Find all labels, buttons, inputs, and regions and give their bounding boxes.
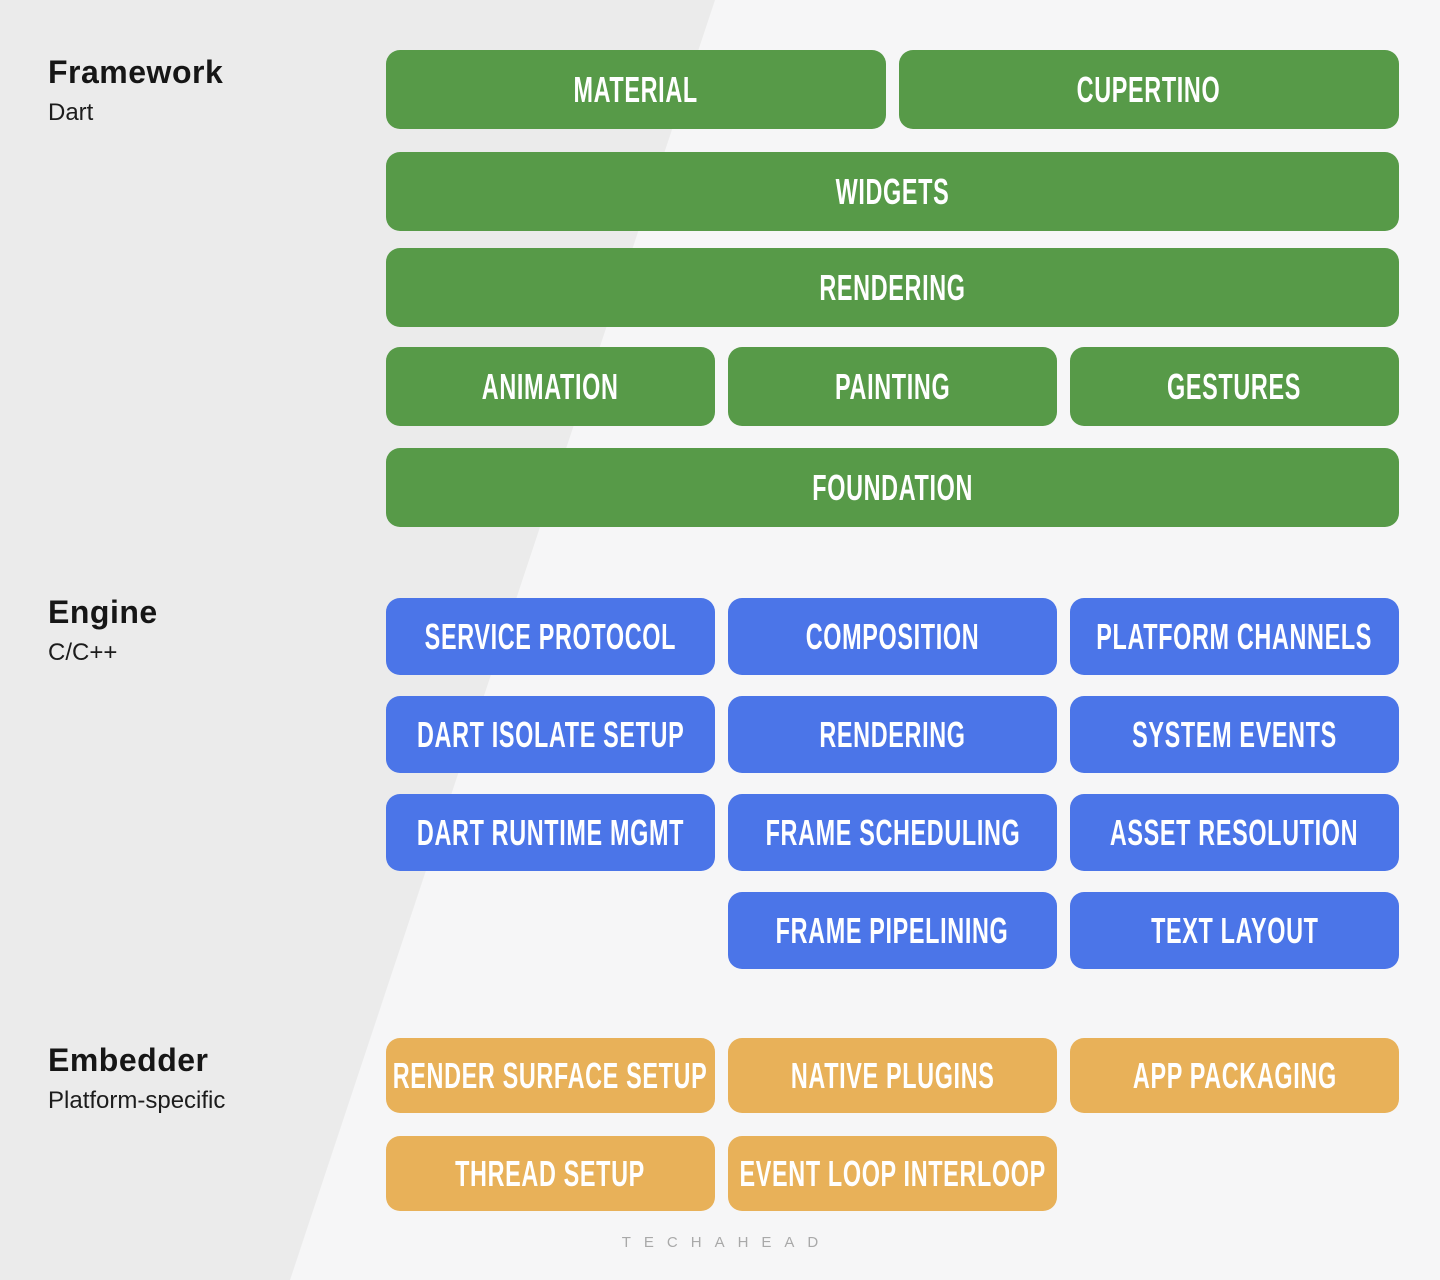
engine-row-4: FRAME PIPELINING TEXT LAYOUT xyxy=(386,892,1399,969)
block-label: GESTURES xyxy=(1167,365,1302,407)
engine-block-system-events: SYSTEM EVENTS xyxy=(1070,696,1399,773)
framework-row-2: WIDGETS xyxy=(386,152,1399,231)
framework-block-cupertino: CUPERTINO xyxy=(899,50,1399,129)
block-label: MATERIAL xyxy=(573,68,699,110)
empty-cell xyxy=(1070,1136,1399,1211)
engine-subtitle: C/C++ xyxy=(48,639,118,666)
embedder-block-event-loop-interloop: EVENT LOOP INTERLOOP xyxy=(728,1136,1057,1211)
framework-row-4: ANIMATION PAINTING GESTURES xyxy=(386,347,1399,426)
engine-block-rendering: RENDERING xyxy=(728,696,1057,773)
block-label: FRAME PIPELINING xyxy=(776,909,1009,951)
embedder-block-app-packaging: APP PACKAGING xyxy=(1070,1038,1399,1113)
framework-block-material: MATERIAL xyxy=(386,50,886,129)
block-label: APP PACKAGING xyxy=(1132,1054,1337,1096)
block-label: PAINTING xyxy=(834,365,951,407)
engine-block-platform-channels: PLATFORM CHANNELS xyxy=(1070,598,1399,675)
engine-row-2: DART ISOLATE SETUP RENDERING SYSTEM EVEN… xyxy=(386,696,1399,773)
embedder-section-label: Embedder Platform-specific xyxy=(48,1042,225,1115)
embedder-row-1: RENDER SURFACE SETUP NATIVE PLUGINS APP … xyxy=(386,1038,1399,1113)
engine-block-dart-isolate-setup: DART ISOLATE SETUP xyxy=(386,696,715,773)
block-label: THREAD SETUP xyxy=(455,1152,646,1194)
block-label: CUPERTINO xyxy=(1077,68,1221,110)
block-label: RENDERING xyxy=(819,266,966,308)
engine-block-service-protocol: SERVICE PROTOCOL xyxy=(386,598,715,675)
block-label: DART RUNTIME MGMT xyxy=(416,811,685,853)
engine-block-dart-runtime-mgmt: DART RUNTIME MGMT xyxy=(386,794,715,871)
embedder-title: Embedder xyxy=(48,1042,209,1078)
techahead-watermark: TECHAHEAD xyxy=(621,1234,832,1251)
framework-block-foundation: FOUNDATION xyxy=(386,448,1399,527)
block-label: TEXT LAYOUT xyxy=(1150,909,1319,951)
engine-block-text-layout: TEXT LAYOUT xyxy=(1070,892,1399,969)
block-label: RENDERING xyxy=(819,713,966,755)
engine-section-label: Engine C/C++ xyxy=(48,594,158,667)
engine-title: Engine xyxy=(48,594,158,630)
framework-subtitle: Dart xyxy=(48,99,94,126)
block-label: ASSET RESOLUTION xyxy=(1110,811,1359,853)
engine-block-composition: COMPOSITION xyxy=(728,598,1057,675)
block-label: SYSTEM EVENTS xyxy=(1132,713,1337,755)
block-label: EVENT LOOP INTERLOOP xyxy=(739,1152,1046,1194)
empty-cell xyxy=(386,892,715,969)
framework-block-painting: PAINTING xyxy=(728,347,1057,426)
framework-block-animation: ANIMATION xyxy=(386,347,715,426)
block-label: PLATFORM CHANNELS xyxy=(1096,615,1373,657)
embedder-row-2: THREAD SETUP EVENT LOOP INTERLOOP xyxy=(386,1136,1399,1211)
framework-block-widgets: WIDGETS xyxy=(386,152,1399,231)
block-label: COMPOSITION xyxy=(805,615,980,657)
block-label: FRAME SCHEDULING xyxy=(765,811,1020,853)
framework-section-label: Framework Dart xyxy=(48,54,223,127)
block-label: FOUNDATION xyxy=(812,466,973,508)
block-label: ANIMATION xyxy=(482,365,619,407)
embedder-block-render-surface-setup: RENDER SURFACE SETUP xyxy=(386,1038,715,1113)
embedder-block-thread-setup: THREAD SETUP xyxy=(386,1136,715,1211)
framework-row-1: MATERIAL CUPERTINO xyxy=(386,50,1399,129)
blocks-grid: MATERIAL CUPERTINO WIDGETS RENDERING ANI… xyxy=(386,0,1399,1280)
framework-row-3: RENDERING xyxy=(386,248,1399,327)
block-label: DART ISOLATE SETUP xyxy=(416,713,685,755)
block-label: RENDER SURFACE SETUP xyxy=(393,1054,708,1096)
engine-block-asset-resolution: ASSET RESOLUTION xyxy=(1070,794,1399,871)
engine-row-1: SERVICE PROTOCOL COMPOSITION PLATFORM CH… xyxy=(386,598,1399,675)
engine-block-frame-scheduling: FRAME SCHEDULING xyxy=(728,794,1057,871)
framework-block-rendering: RENDERING xyxy=(386,248,1399,327)
block-label: SERVICE PROTOCOL xyxy=(424,615,677,657)
framework-title: Framework xyxy=(48,54,224,90)
block-label: NATIVE PLUGINS xyxy=(790,1054,995,1096)
framework-block-gestures: GESTURES xyxy=(1070,347,1399,426)
framework-row-5: FOUNDATION xyxy=(386,448,1399,527)
block-label: WIDGETS xyxy=(835,170,950,212)
embedder-subtitle: Platform-specific xyxy=(48,1087,226,1114)
engine-block-frame-pipelining: FRAME PIPELINING xyxy=(728,892,1057,969)
embedder-block-native-plugins: NATIVE PLUGINS xyxy=(728,1038,1057,1113)
engine-row-3: DART RUNTIME MGMT FRAME SCHEDULING ASSET… xyxy=(386,794,1399,871)
